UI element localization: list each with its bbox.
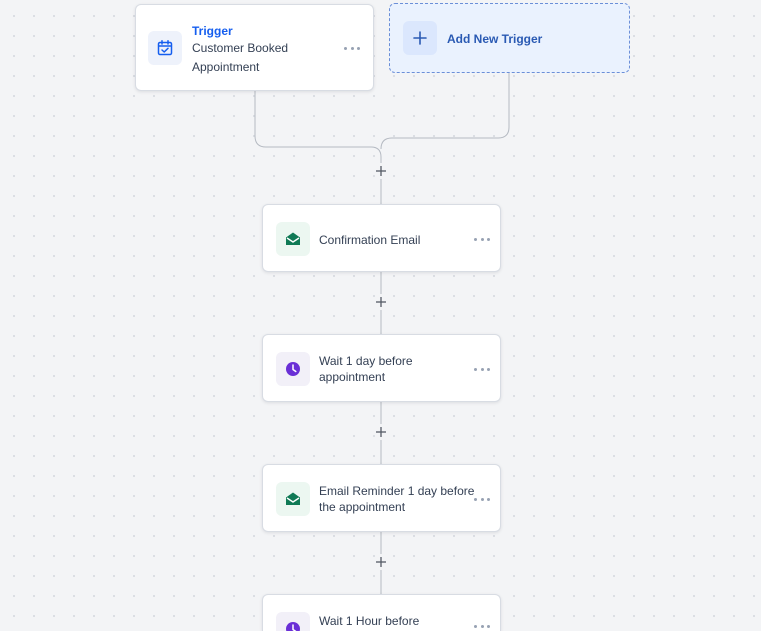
trigger-card[interactable]: Trigger Customer Booked Appointment — [135, 4, 374, 91]
step-icon-box — [276, 482, 310, 516]
add-step-button[interactable] — [373, 424, 389, 440]
step-label: Wait 1 day before — [319, 354, 413, 368]
step-more-options-icon[interactable] — [474, 495, 490, 503]
trigger-name-line1: Customer Booked — [192, 41, 289, 55]
plus-icon — [376, 557, 386, 567]
trigger-name-line2: Appointment — [192, 60, 260, 74]
add-step-button[interactable] — [373, 294, 389, 310]
step-card-wait[interactable]: Wait 1 day before appointment — [262, 334, 501, 402]
step-more-options-icon[interactable] — [474, 625, 490, 631]
step-label: Email Reminder 1 day before — [319, 484, 475, 498]
step-icon-box — [276, 612, 310, 631]
step-more-options-icon[interactable] — [474, 235, 490, 243]
add-new-trigger-button[interactable]: Add New Trigger — [389, 3, 630, 73]
step-icon-box — [276, 222, 310, 256]
plus-icon — [403, 21, 437, 55]
add-new-trigger-label: Add New Trigger — [447, 32, 543, 46]
clock-icon — [286, 362, 300, 376]
plus-icon — [376, 297, 386, 307]
trigger-icon-box — [148, 31, 182, 65]
step-icon-box — [276, 352, 310, 386]
plus-icon — [376, 427, 386, 437]
envelope-open-icon — [286, 232, 300, 245]
step-label-line2: appointment — [319, 370, 386, 384]
step-card-wait[interactable]: Wait 1 Hour before — [262, 594, 501, 631]
clock-icon — [286, 622, 300, 631]
calendar-check-icon — [157, 40, 173, 56]
add-step-button[interactable] — [373, 163, 389, 179]
step-card-email[interactable]: Email Reminder 1 day before the appointm… — [262, 464, 501, 532]
step-label-line2: the appointment — [319, 500, 406, 514]
step-label: Wait 1 Hour before — [319, 614, 420, 628]
step-card-email[interactable]: Confirmation Email — [262, 204, 501, 272]
envelope-open-icon — [286, 492, 300, 505]
plus-icon — [376, 166, 386, 176]
trigger-title: Trigger — [192, 24, 233, 38]
trigger-more-options-icon[interactable] — [344, 44, 360, 52]
step-label: Confirmation Email — [319, 233, 421, 247]
add-step-button[interactable] — [373, 554, 389, 570]
step-more-options-icon[interactable] — [474, 365, 490, 373]
